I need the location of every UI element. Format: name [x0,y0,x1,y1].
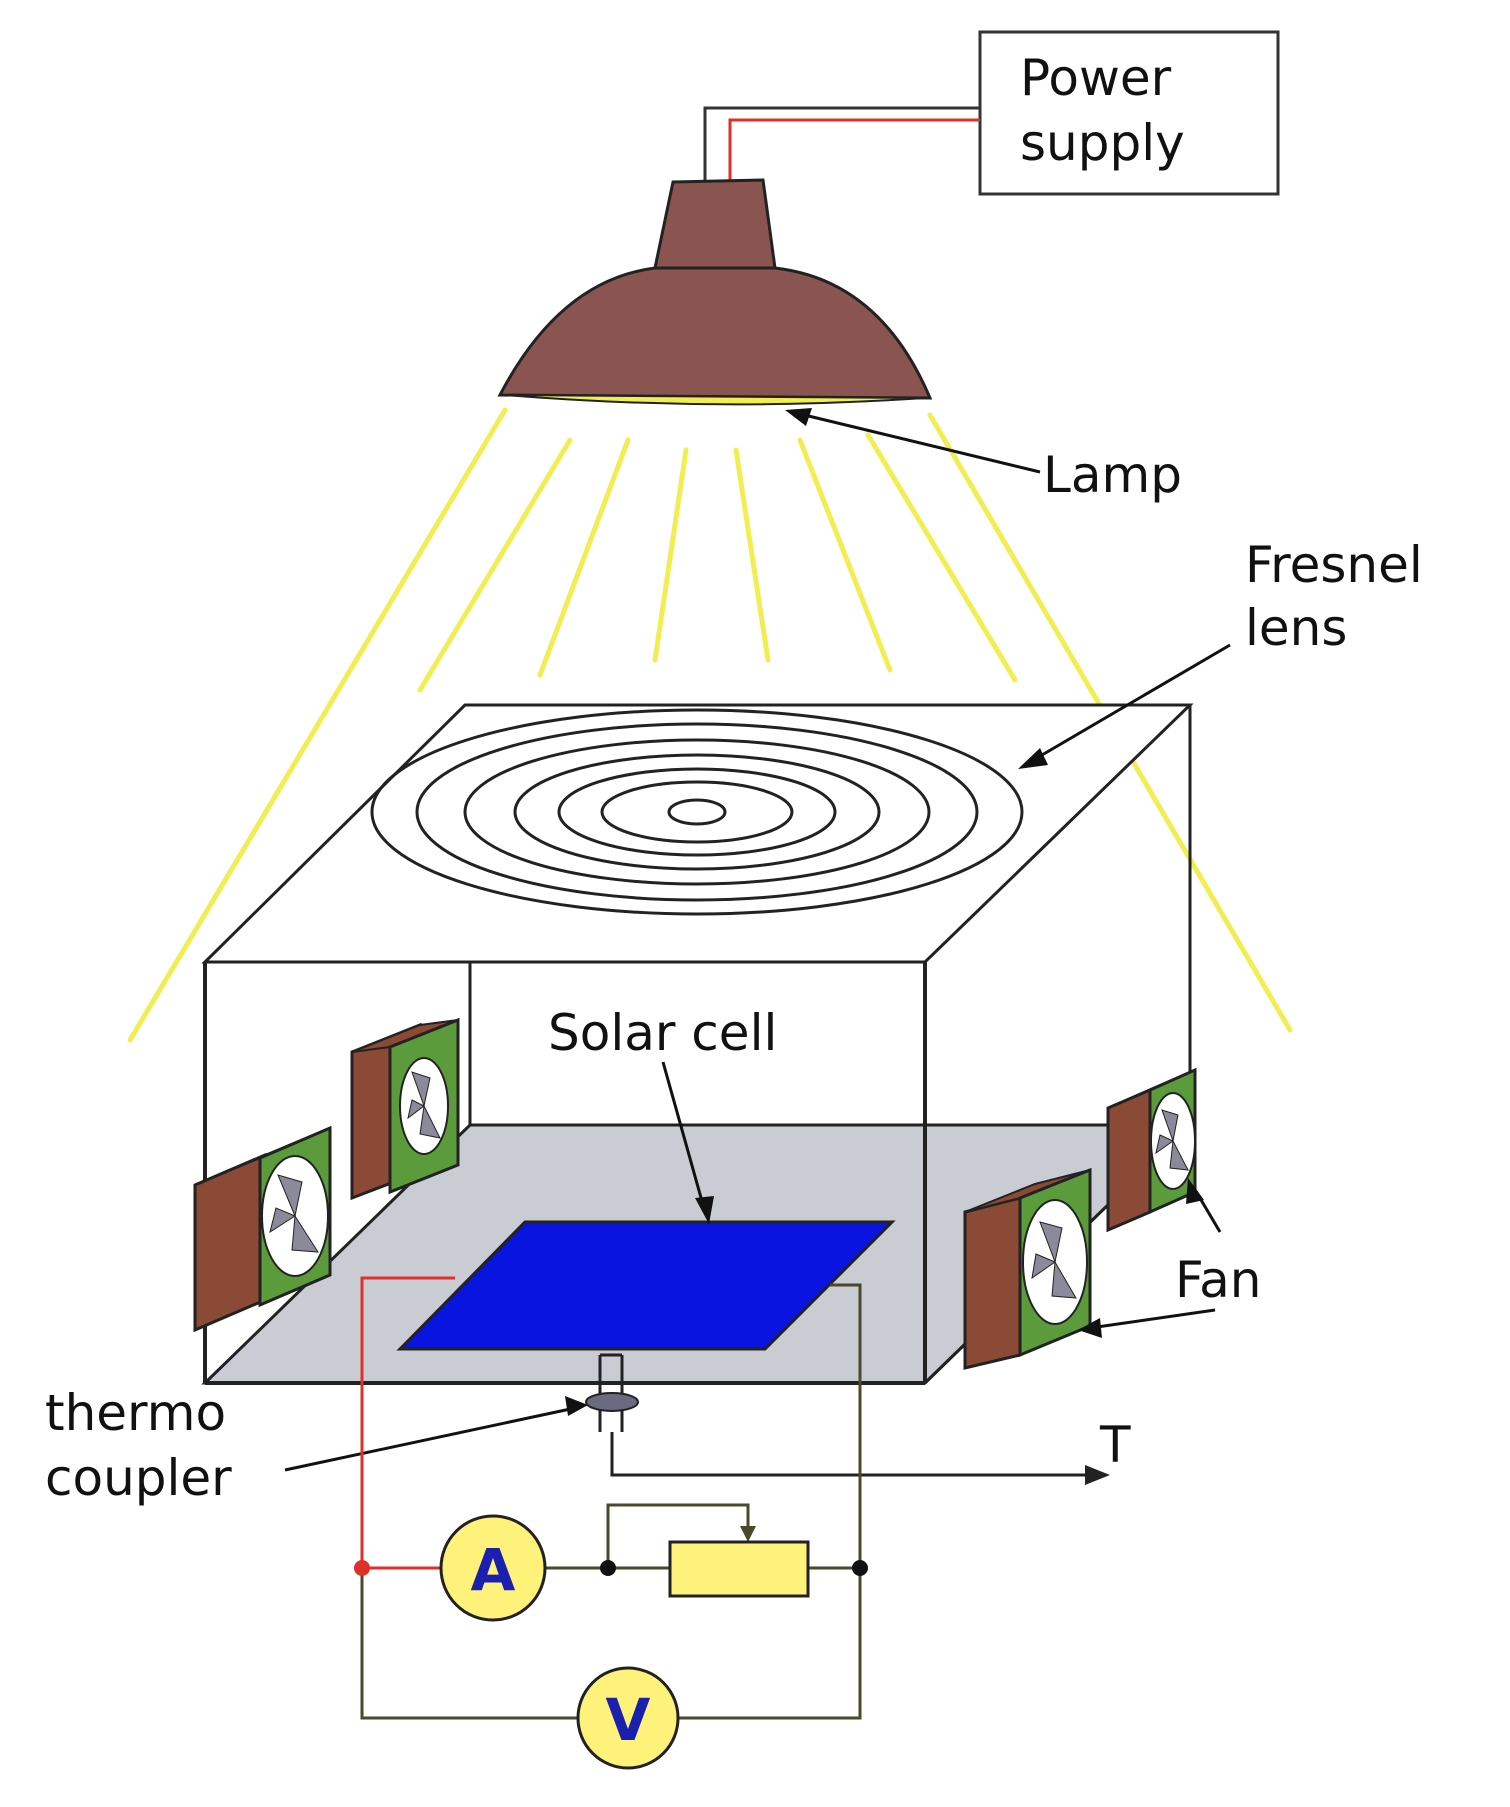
lamp-label: Lamp [1043,446,1182,504]
junction-node [354,1560,370,1576]
lamp-neck [653,178,777,270]
thermocouple-annotation: thermo coupler [45,1384,588,1507]
lamp-shade [497,266,933,400]
fresnel-rings [370,708,1024,916]
fresnel-lens-panel [201,703,1194,964]
lamp-icon [497,178,933,406]
power-supply-box [978,30,1280,196]
power-supply-label-line2: supply [1020,114,1185,172]
lamp-annotation: Lamp [785,408,1182,504]
thermocouple [585,1353,639,1432]
rheostat-icon [668,1540,810,1598]
power-cable [703,106,980,180]
voltmeter-icon: V [576,1666,680,1770]
solar-cell-annotation: Solar cell [548,1004,777,1224]
negative-lead [830,1283,862,1568]
lamp-bulb-glow [499,394,931,406]
fan-icon [1106,1067,1197,1233]
ammeter-icon: A [439,1514,547,1622]
positive-lead [360,1276,455,1570]
fan-label: Fan [1175,1251,1262,1309]
power-supply-label-line1: Power [1020,49,1172,107]
solar-cell [396,1220,896,1351]
junction-node [852,1560,868,1576]
fresnel-lens-label-line1: Fresnel [1245,536,1423,594]
fresnel-lens-label-line2: lens [1245,599,1347,657]
fan-icon [350,1017,460,1201]
fan-icon [193,1125,332,1333]
fan-annotation: Fan [1078,1178,1262,1338]
thermocouple-label-line2: coupler [45,1449,232,1507]
ammeter-label: A [471,1536,516,1604]
voltmeter-label: V [606,1686,651,1754]
thermocouple-label-line1: thermo [45,1384,226,1442]
wiper-arrow [740,1526,756,1542]
fan-icon [963,1167,1092,1370]
junction-node [600,1560,616,1576]
fresnel-lens-annotation: Fresnel lens [1018,536,1423,769]
temperature-output-label: T [1099,1416,1131,1474]
power-supply: Power supply [978,30,1280,196]
temperature-output-line: T [610,1416,1131,1485]
solar-cell-label: Solar cell [548,1004,777,1062]
